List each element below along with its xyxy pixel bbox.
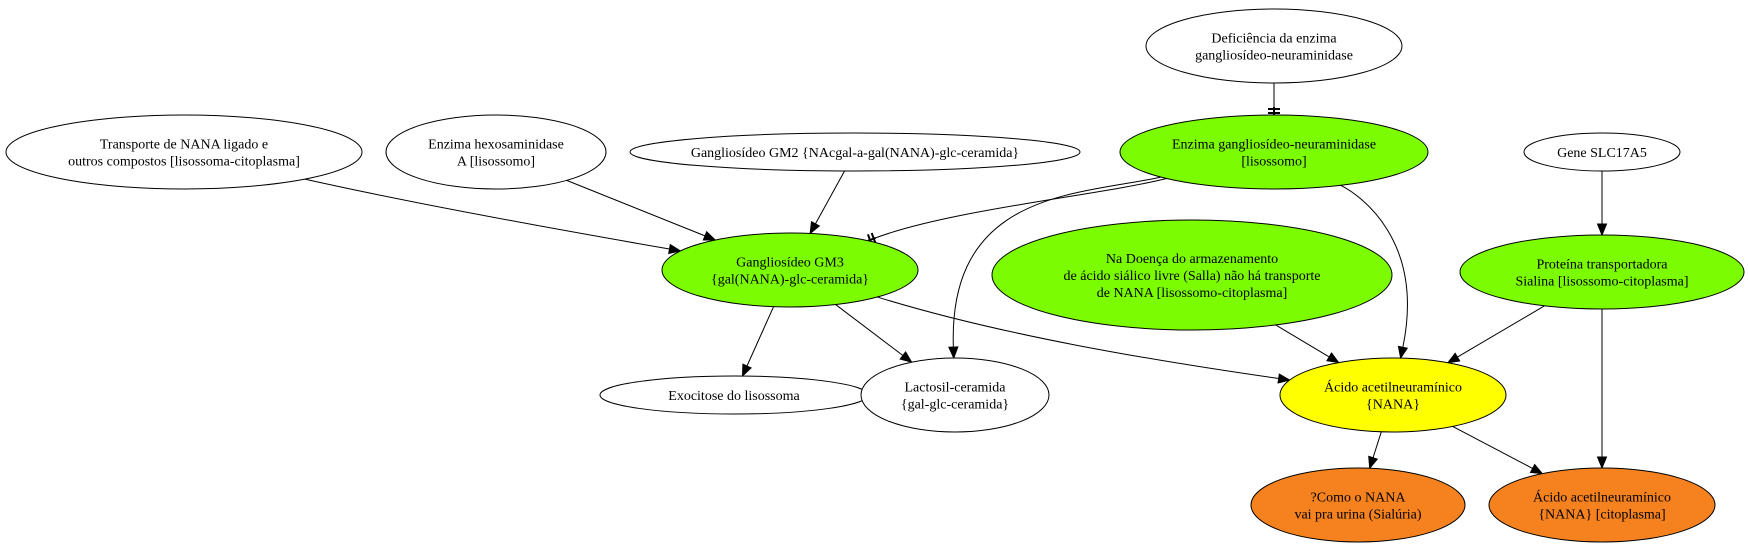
node-label-line: vai pra urina (Sialúria) — [1294, 508, 1421, 523]
node-lactosil: Lactosil-ceramida {gal-glc-ceramida} — [860, 357, 1050, 433]
node-shape — [661, 232, 919, 308]
node-label-line: Ácido acetilneuramínico — [1533, 489, 1671, 506]
node-label-line: Gangliosídeo GM3 — [736, 256, 844, 271]
node-shape — [629, 132, 1081, 172]
node-label-line: Transporte de NANA ligado e — [100, 138, 268, 153]
edge-line — [746, 306, 775, 367]
arrowhead — [1529, 463, 1544, 475]
node-label-line: [lisossomo] — [1241, 155, 1306, 170]
edge-line — [814, 170, 845, 225]
edge-line — [304, 178, 670, 250]
node-label-line: de ácido siálico livre (Salla) não há tr… — [1064, 269, 1321, 284]
arrowhead — [1368, 455, 1379, 470]
arrowhead — [899, 351, 913, 363]
node-shape — [1523, 132, 1681, 172]
arrowhead — [741, 363, 752, 378]
node-label-line: {NANA} — [1366, 398, 1420, 413]
arrowhead — [702, 230, 717, 241]
node-shape — [1279, 357, 1507, 433]
node-shape — [991, 219, 1393, 331]
node-transporte: Transporte de NANA ligado e outros compos… — [5, 114, 363, 190]
arrowhead — [1277, 373, 1291, 384]
node-label-line: Lactosil-ceramida — [904, 381, 1006, 396]
node-exocitose: Exocitose do lisossoma — [599, 375, 869, 415]
edge-neuraminidase-to-nana — [1340, 184, 1409, 360]
edge-gm3-to-nana — [877, 296, 1291, 384]
edge-line — [1372, 431, 1382, 458]
node-urina: ?Como o NANA vai pra urina (Sialúria) — [1250, 467, 1466, 543]
node-label-line: Enzima gangliosídeo-neuraminidase — [1172, 138, 1376, 153]
node-label-line: Enzima hexosaminidase — [428, 138, 564, 153]
arrowhead — [809, 220, 821, 235]
edge-gm2-to-gm3 — [809, 170, 845, 235]
edge-line — [1275, 324, 1330, 358]
node-label-line: gangliosídeo-neuraminidase — [1195, 49, 1353, 64]
node-deficiencia: Deficiência da enzima gangliosídeo-neuram… — [1145, 8, 1403, 84]
node-label-line: Na Doença do armazenamento — [1106, 252, 1278, 267]
edge-line — [1457, 305, 1545, 358]
node-label-line: Gene SLC17A5 — [1557, 146, 1647, 161]
node-label-line: Gangliosídeo GM2 {NAcgal-a-gal(NANA)-glc… — [691, 146, 1019, 161]
node-label-line: Sialina [lisossomo-citoplasma] — [1515, 275, 1688, 290]
arrowhead — [1397, 345, 1409, 360]
node-shape — [860, 357, 1050, 433]
node-shape — [1488, 467, 1716, 543]
edge-nana-to-urina — [1368, 431, 1382, 470]
node-shape — [5, 114, 363, 190]
edge-hexosaminidase-to-gm3 — [566, 179, 717, 241]
node-shape — [1250, 467, 1466, 543]
edge-salla-to-nana — [1275, 324, 1340, 364]
node-shape — [1459, 234, 1745, 310]
node-label-line: {gal(NANA)-glc-ceramida} — [711, 273, 869, 288]
edge-line — [952, 176, 1161, 348]
edge-transporte-to-gm3 — [304, 178, 682, 255]
edge-deficiencia-to-neuraminidase — [1268, 83, 1280, 115]
node-salla: Na Doença do armazenamento de ácido siáli… — [991, 219, 1393, 331]
node-gm2: Gangliosídeo GM2 {NAcgal-a-gal(NANA)-glc… — [629, 132, 1081, 172]
node-label-line: A [lisossomo] — [457, 155, 535, 170]
node-label-line: {NANA} [citoplasma] — [1538, 508, 1665, 523]
arrowhead — [948, 346, 959, 360]
edge-sialina-to-nana — [1446, 305, 1545, 364]
nodes-layer: Deficiência da enzima gangliosídeo-neuram… — [5, 8, 1745, 543]
node-label-line: ?Como o NANA — [1311, 491, 1407, 506]
edges-layer — [304, 83, 1608, 475]
arrowhead — [668, 243, 682, 255]
node-label-line: {gal-glc-ceramida} — [901, 398, 1009, 413]
edge-line — [835, 304, 904, 356]
node-slc17a5: Gene SLC17A5 — [1523, 132, 1681, 172]
node-gm3: Gangliosídeo GM3 {gal(NANA)-glc-ceramida} — [661, 232, 919, 308]
edge-neuraminidase-to-lactosil — [948, 176, 1161, 360]
edge-line — [1340, 184, 1408, 348]
edge-gm3-to-exocitose — [741, 306, 775, 378]
edge-nana-to-citoplasma — [1452, 425, 1544, 475]
edge-line — [1452, 425, 1533, 469]
node-shape — [1119, 114, 1429, 190]
node-nana: Ácido acetilneuramínico {NANA} — [1279, 357, 1507, 433]
node-label-line: Exocitose do lisossoma — [668, 389, 800, 404]
node-citoplasma: Ácido acetilneuramínico {NANA} [citoplasm… — [1488, 467, 1716, 543]
arrowhead — [1326, 352, 1340, 364]
node-label-line: de NANA [lisossomo-citoplasma] — [1097, 286, 1288, 301]
edge-gm3-to-lactosil — [835, 304, 913, 363]
edge-line — [875, 178, 1167, 239]
arrowhead — [1596, 456, 1608, 470]
edge-sialina-to-citoplasma — [1596, 309, 1608, 470]
node-label-line: outros compostos [lisossoma-citoplasma] — [68, 155, 300, 170]
node-neuraminidase: Enzima gangliosídeo-neuraminidase [lisoss… — [1119, 114, 1429, 190]
node-label-line: Proteína transportadora — [1536, 258, 1668, 273]
node-label-line: Ácido acetilneuramínico — [1324, 379, 1462, 396]
arrowhead — [1596, 223, 1608, 237]
arrowhead — [1446, 352, 1461, 364]
edge-slc17a5-to-sialina — [1596, 171, 1608, 237]
node-shape — [385, 114, 607, 190]
node-hexosaminidase: Enzima hexosaminidase A [lisossomo] — [385, 114, 607, 190]
edge-line — [877, 296, 1279, 380]
node-shape — [1145, 8, 1403, 84]
edge-line — [566, 179, 706, 237]
node-label-line: Deficiência da enzima — [1211, 32, 1337, 47]
